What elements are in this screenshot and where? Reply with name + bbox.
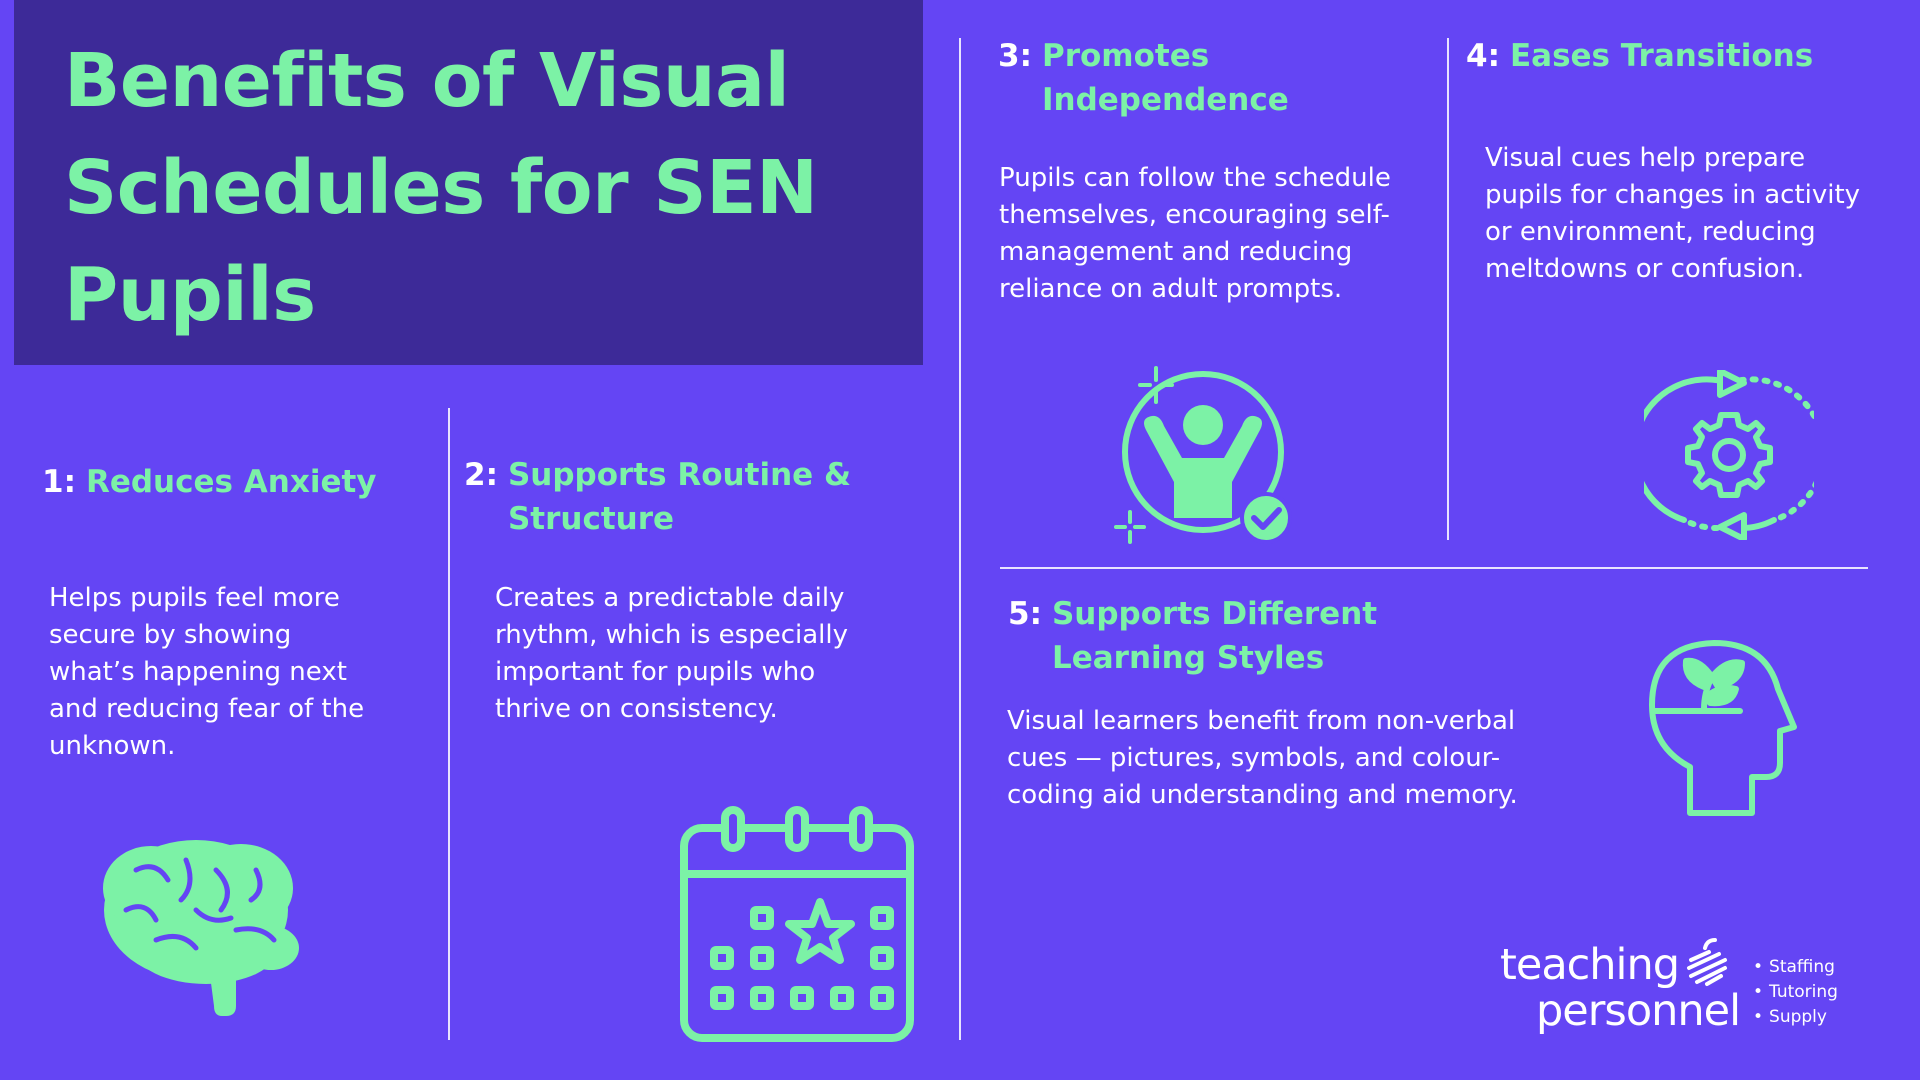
page-title: Benefits of Visual Schedules for SEN Pup… [64, 38, 818, 338]
apple-scribble-icon [1685, 938, 1731, 988]
section-4-heading: 4: Eases Transitions [1466, 34, 1886, 78]
section-5-heading: 5: Supports Different Learning Styles [1008, 592, 1528, 680]
logo-service-staffing: Staffing [1753, 955, 1838, 980]
section-3-body: Pupils can follow the schedule themselve… [999, 163, 1391, 304]
section-2-number: 2: [464, 457, 498, 493]
section-4-number: 4: [1466, 38, 1500, 74]
section-2-body: Creates a predictable daily rhythm, whic… [495, 583, 848, 724]
title-panel [14, 0, 923, 365]
logo-service-supply: Supply [1753, 1005, 1838, 1030]
section-3-number: 3: [998, 38, 1032, 74]
gear-cycle-icon [1644, 370, 1814, 540]
divider-main [959, 38, 961, 1040]
divider-3-4 [1447, 38, 1449, 540]
logo-text-personnel: personnel [1536, 986, 1741, 1036]
section-5-body: Visual learners benefit from non-verbal … [1007, 706, 1518, 810]
section-4-title: Eases Transitions [1509, 38, 1814, 74]
section-1-title: Reduces Anxiety [85, 464, 377, 500]
section-1-body: Helps pupils feel more secure by showing… [49, 583, 365, 761]
divider-1-2 [448, 408, 450, 1040]
divider-top-bottom [1000, 567, 1868, 569]
section-1-number: 1: [42, 464, 76, 500]
section-1-heading: 1: Reduces Anxiety [42, 460, 422, 504]
brain-icon [96, 830, 306, 1020]
section-4-body: Visual cues help prepare pupils for chan… [1485, 143, 1861, 284]
section-3-title: Promotes Independence [1041, 38, 1289, 118]
logo-text-teaching: teaching [1500, 940, 1680, 990]
head-plant-icon [1648, 637, 1798, 817]
logo: teaching personnel [1500, 942, 1800, 1034]
section-5-title: Supports Different Learning Styles [1051, 596, 1378, 676]
person-check-icon [1108, 360, 1298, 550]
logo-service-tutoring: Tutoring [1753, 980, 1838, 1005]
section-2-title: Supports Routine & Structure [507, 457, 851, 537]
section-2-heading: 2: Supports Routine & Structure [464, 453, 904, 541]
section-5-number: 5: [1008, 596, 1042, 632]
logo-services: Staffing Tutoring Supply [1753, 955, 1838, 1030]
calendar-star-icon [678, 806, 918, 1046]
section-3-heading: 3: Promotes Independence [998, 34, 1418, 122]
